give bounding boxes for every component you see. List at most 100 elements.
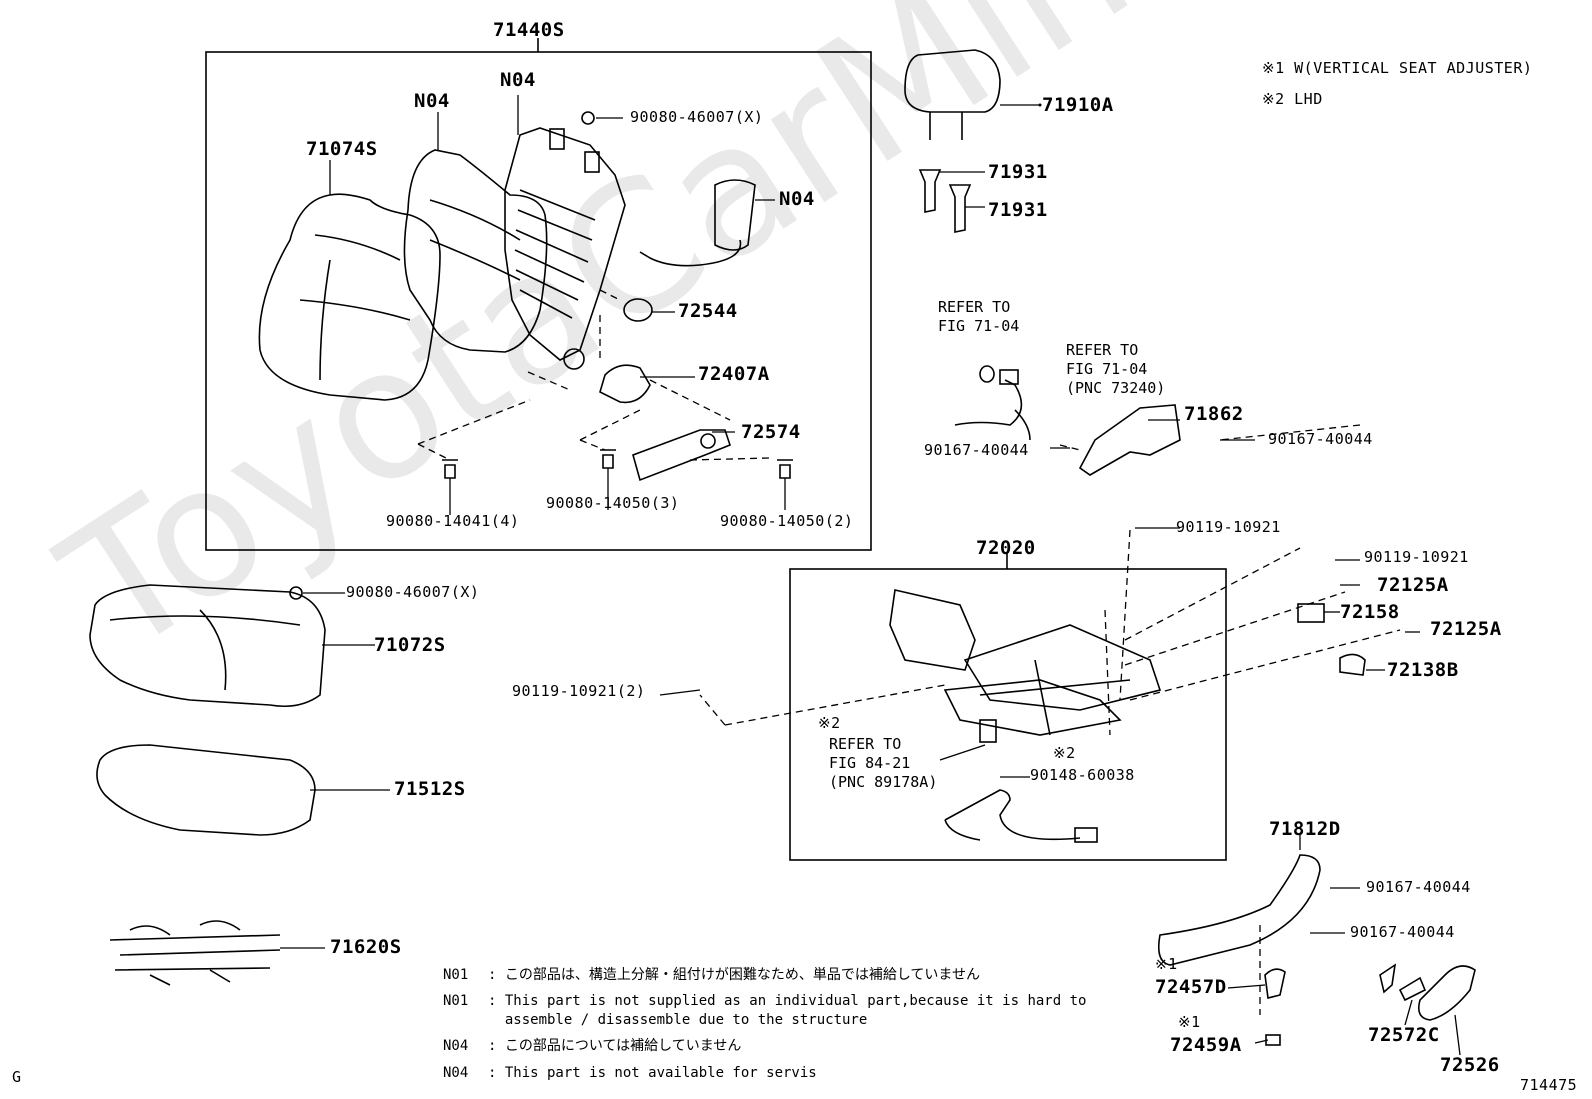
label-72457D: 72457D — [1155, 976, 1227, 998]
adjuster-motor-shape — [889, 589, 976, 671]
mark-1-knob: ※1 — [1155, 955, 1178, 973]
label-72125A-b: 72125A — [1430, 618, 1502, 640]
seatback-pad-shape — [403, 149, 548, 353]
adjuster-wire — [944, 789, 1081, 841]
note-n04-jp-code: N04 — [443, 1038, 469, 1054]
adjuster-link-b — [1034, 659, 1051, 736]
label-90167-40044-d: 90167-40044 — [1350, 923, 1455, 941]
mark-2-refer: ※2 — [818, 714, 841, 732]
adjuster-rail-left — [943, 679, 1122, 736]
connector-71-04 — [979, 365, 995, 383]
label-n04-airbag: N04 — [779, 188, 815, 210]
label-90167-40044-b: 90167-40044 — [1268, 430, 1373, 448]
legend-note-2: ※2 LHD — [1262, 90, 1323, 108]
airbag-wire — [639, 239, 742, 267]
adjuster-connector — [1074, 827, 1098, 843]
note-n01-en: : This part is not supplied as an indivi… — [488, 993, 1087, 1028]
cushion-cover-seam — [109, 609, 301, 691]
label-72574: 72574 — [741, 421, 801, 443]
frame-bracket-left — [549, 128, 565, 150]
note-n04-en: : This part is not available for servis — [488, 1065, 817, 1081]
footer-left-code: G — [12, 1068, 22, 1086]
label-71931-a: 71931 — [988, 161, 1048, 183]
note-n04-jp: : この部品については補給していません — [488, 1038, 742, 1054]
lever-hole — [700, 433, 716, 449]
label-72158: 72158 — [1340, 601, 1400, 623]
escutcheon-72459A — [1265, 1034, 1281, 1046]
label-72020: 72020 — [976, 537, 1036, 559]
cushion-cover-shape — [89, 584, 326, 708]
label-n04-pad: N04 — [414, 90, 450, 112]
note-n01-jp-code: N01 — [443, 967, 469, 983]
mark-1-escutcheon: ※1 — [1178, 1013, 1201, 1031]
note-n01-en-code: N01 — [443, 993, 469, 1009]
recliner-72407A-shape — [599, 364, 651, 404]
knob-72526 — [1417, 965, 1476, 1021]
part-72138B-shape — [1339, 653, 1366, 676]
label-n04-frame: N04 — [500, 69, 536, 91]
legend-note-1: ※1 W(VERTICAL SEAT ADJUSTER) — [1262, 59, 1533, 77]
label-90148-60038: 90148-60038 — [1030, 766, 1135, 784]
label-90119-10921-b: 90119-10921 — [1364, 548, 1469, 566]
label-72572C: 72572C — [1368, 1024, 1440, 1046]
wire-harness-73240 — [954, 379, 1031, 441]
refer-fig-84-21: REFER TO FIG 84-21 (PNC 89178A) — [829, 735, 938, 791]
label-72407A: 72407A — [698, 363, 770, 385]
label-72459A: 72459A — [1170, 1034, 1242, 1056]
seatback-cover-seam — [299, 234, 411, 381]
frame-bracket-right — [584, 151, 600, 173]
label-72526: 72526 — [1440, 1054, 1500, 1076]
label-90080-14041: 90080-14041(4) — [386, 512, 520, 530]
ring-clip-mid — [289, 586, 303, 600]
adjuster-link-a — [979, 679, 1131, 696]
recliner-knob — [563, 348, 585, 370]
bezel-72572C-clip — [1379, 963, 1397, 994]
label-72125A-a: 72125A — [1377, 574, 1449, 596]
bezel-72572C — [1398, 976, 1427, 1002]
headrest-guide-a — [918, 169, 942, 213]
label-71910A: 71910A — [1042, 94, 1114, 116]
ring-clip-top — [581, 111, 595, 125]
label-90080-46007-top: 90080-46007(X) — [630, 108, 764, 126]
cushion-pad-shape — [96, 744, 316, 836]
recliner-cover-72544 — [623, 298, 653, 322]
label-90119-10921-2: 90119-10921(2) — [512, 682, 646, 700]
headrest-shape — [904, 49, 1001, 113]
adjuster-rail-right — [963, 624, 1162, 711]
switch-knob-72457D — [1264, 968, 1286, 999]
label-72544: 72544 — [678, 300, 738, 322]
recliner-lever-72574 — [632, 429, 731, 482]
label-71074S: 71074S — [306, 138, 378, 160]
label-71931-b: 71931 — [988, 199, 1048, 221]
label-71512S: 71512S — [394, 778, 466, 800]
label-90167-40044-a: 90167-40044 — [924, 441, 1029, 459]
seatback-cover-shape — [258, 193, 441, 401]
label-71440S: 71440S — [493, 19, 565, 41]
label-90167-40044-c: 90167-40044 — [1366, 878, 1471, 896]
adjuster-group-box — [789, 568, 1227, 861]
note-n04-en-code: N04 — [443, 1065, 469, 1081]
connector-89178A — [979, 719, 997, 743]
label-71620S: 71620S — [330, 936, 402, 958]
seatback-frame-shape — [504, 127, 626, 361]
label-90119-10921-a: 90119-10921 — [1176, 518, 1281, 536]
label-90080-14050-2: 90080-14050(2) — [720, 512, 854, 530]
part-72158-shape — [1297, 603, 1325, 623]
seatback-frame-springs — [514, 189, 596, 319]
connector-73240 — [999, 369, 1019, 385]
refer-fig-71-04-b: REFER TO FIG 71-04 (PNC 73240) — [1066, 341, 1166, 397]
bolt-90080-14041 — [442, 459, 458, 479]
refer-fig-71-04-a: REFER TO FIG 71-04 — [938, 298, 1020, 335]
shield-71862-shape — [1078, 404, 1181, 476]
label-71812D: 71812D — [1269, 818, 1341, 840]
note-n01-jp: : この部品は、構造上分解・組付けが困難なため、単品では補給していません — [488, 967, 981, 983]
label-90080-14050-3: 90080-14050(3) — [546, 494, 680, 512]
headrest-guide-b — [948, 184, 972, 233]
mark-2-bolt: ※2 — [1053, 744, 1076, 762]
label-71072S: 71072S — [374, 634, 446, 656]
label-90080-46007-mid: 90080-46007(X) — [346, 583, 480, 601]
seatback-pad-seam — [429, 199, 521, 281]
bolt-90080-14050-2 — [777, 459, 793, 479]
bolt-90080-14050-3 — [600, 449, 616, 469]
